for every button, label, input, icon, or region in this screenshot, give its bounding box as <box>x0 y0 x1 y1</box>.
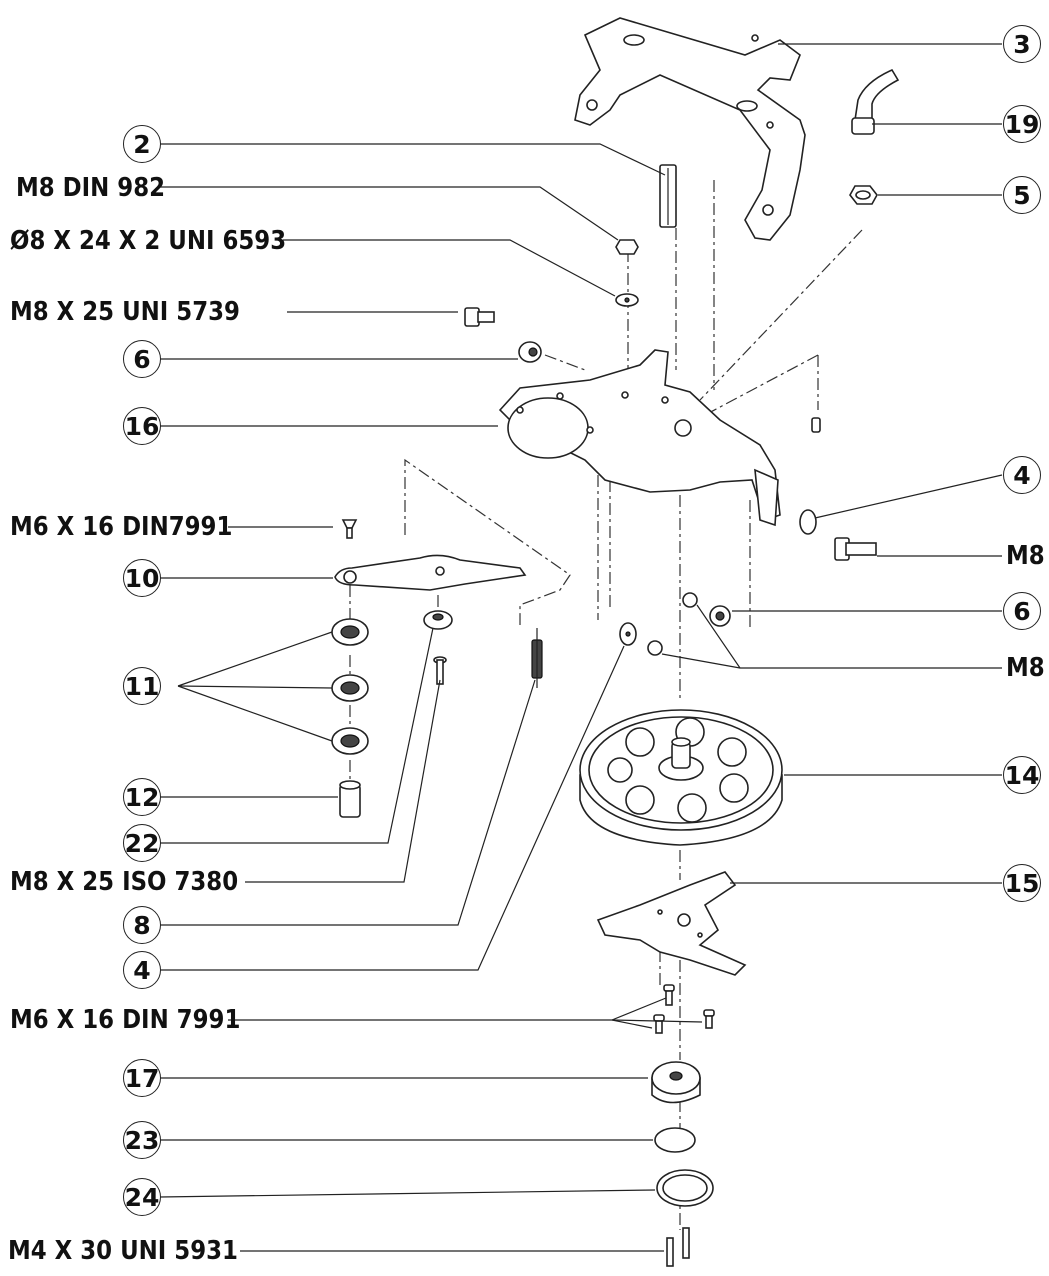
callout-24: 24 <box>123 1178 161 1216</box>
part-8-spring <box>531 628 543 688</box>
callout-5: 5 <box>1003 176 1041 214</box>
m6-screw-top <box>341 519 358 539</box>
label-m8-din-982: M8 DIN 982 <box>16 173 166 203</box>
callout-3: 3 <box>1003 25 1041 63</box>
callout-11: 11 <box>123 667 161 705</box>
part-15-spider-plate <box>596 871 747 976</box>
m4-screws <box>666 1227 690 1267</box>
label-m8x25-iso-7380: M8 X 25 ISO 7380 <box>10 867 239 897</box>
part-19-hose-fitting <box>851 68 900 135</box>
callout-14: 14 <box>1003 756 1041 794</box>
callout-10: 10 <box>123 559 161 597</box>
hardware-top <box>464 239 639 363</box>
part-14-wheel <box>579 709 783 846</box>
part-23-snap-ring <box>654 1127 696 1153</box>
callout-6-right: 6 <box>1003 592 1041 630</box>
callout-2: 2 <box>123 125 161 163</box>
callout-23: 23 <box>123 1121 161 1159</box>
label-m6x16-din-7991-bottom: M6 X 16 DIN 7991 <box>10 1005 241 1035</box>
callout-12: 12 <box>123 778 161 816</box>
assembly-centerlines <box>349 180 863 1230</box>
callout-22: 22 <box>123 824 161 862</box>
callout-4-left: 4 <box>123 951 161 989</box>
part-12-spacer <box>339 780 361 818</box>
callout-8: 8 <box>123 906 161 944</box>
part-3-u-bracket <box>574 17 806 241</box>
part-11-bearings <box>331 618 369 755</box>
callout-16: 16 <box>123 407 161 445</box>
label-washer-uni-6593: Ø8 X 24 X 2 UNI 6593 <box>10 226 287 256</box>
part-2-key <box>659 164 677 228</box>
part-4-washer-top <box>799 509 877 561</box>
label-m8x25-uni-5739: M8 X 25 UNI 5739 <box>10 297 240 327</box>
callout-17: 17 <box>123 1059 161 1097</box>
callout-15: 15 <box>1003 864 1041 902</box>
callout-6-left: 6 <box>123 340 161 378</box>
lower-right-hardware <box>619 592 731 656</box>
part-16-base-plate <box>498 349 821 527</box>
part-24-seal <box>656 1169 714 1207</box>
label-m8-nut-right: M8 <box>1006 653 1045 683</box>
part-17-hub <box>651 1061 701 1104</box>
part-22-cap <box>423 610 453 685</box>
label-m8-bolt-right: M8 <box>1006 541 1045 571</box>
label-m4x30-uni-5931: M4 X 30 UNI 5931 <box>8 1236 238 1266</box>
part-10-lever <box>334 554 527 591</box>
part-5-nut <box>849 185 878 205</box>
callout-4-right: 4 <box>1003 456 1041 494</box>
leader-lines <box>159 43 1003 1252</box>
callout-19: 19 <box>1003 105 1041 143</box>
label-m6x16-din7991-top: M6 X 16 DIN7991 <box>10 512 233 542</box>
m6-screws-bottom <box>653 984 715 1034</box>
